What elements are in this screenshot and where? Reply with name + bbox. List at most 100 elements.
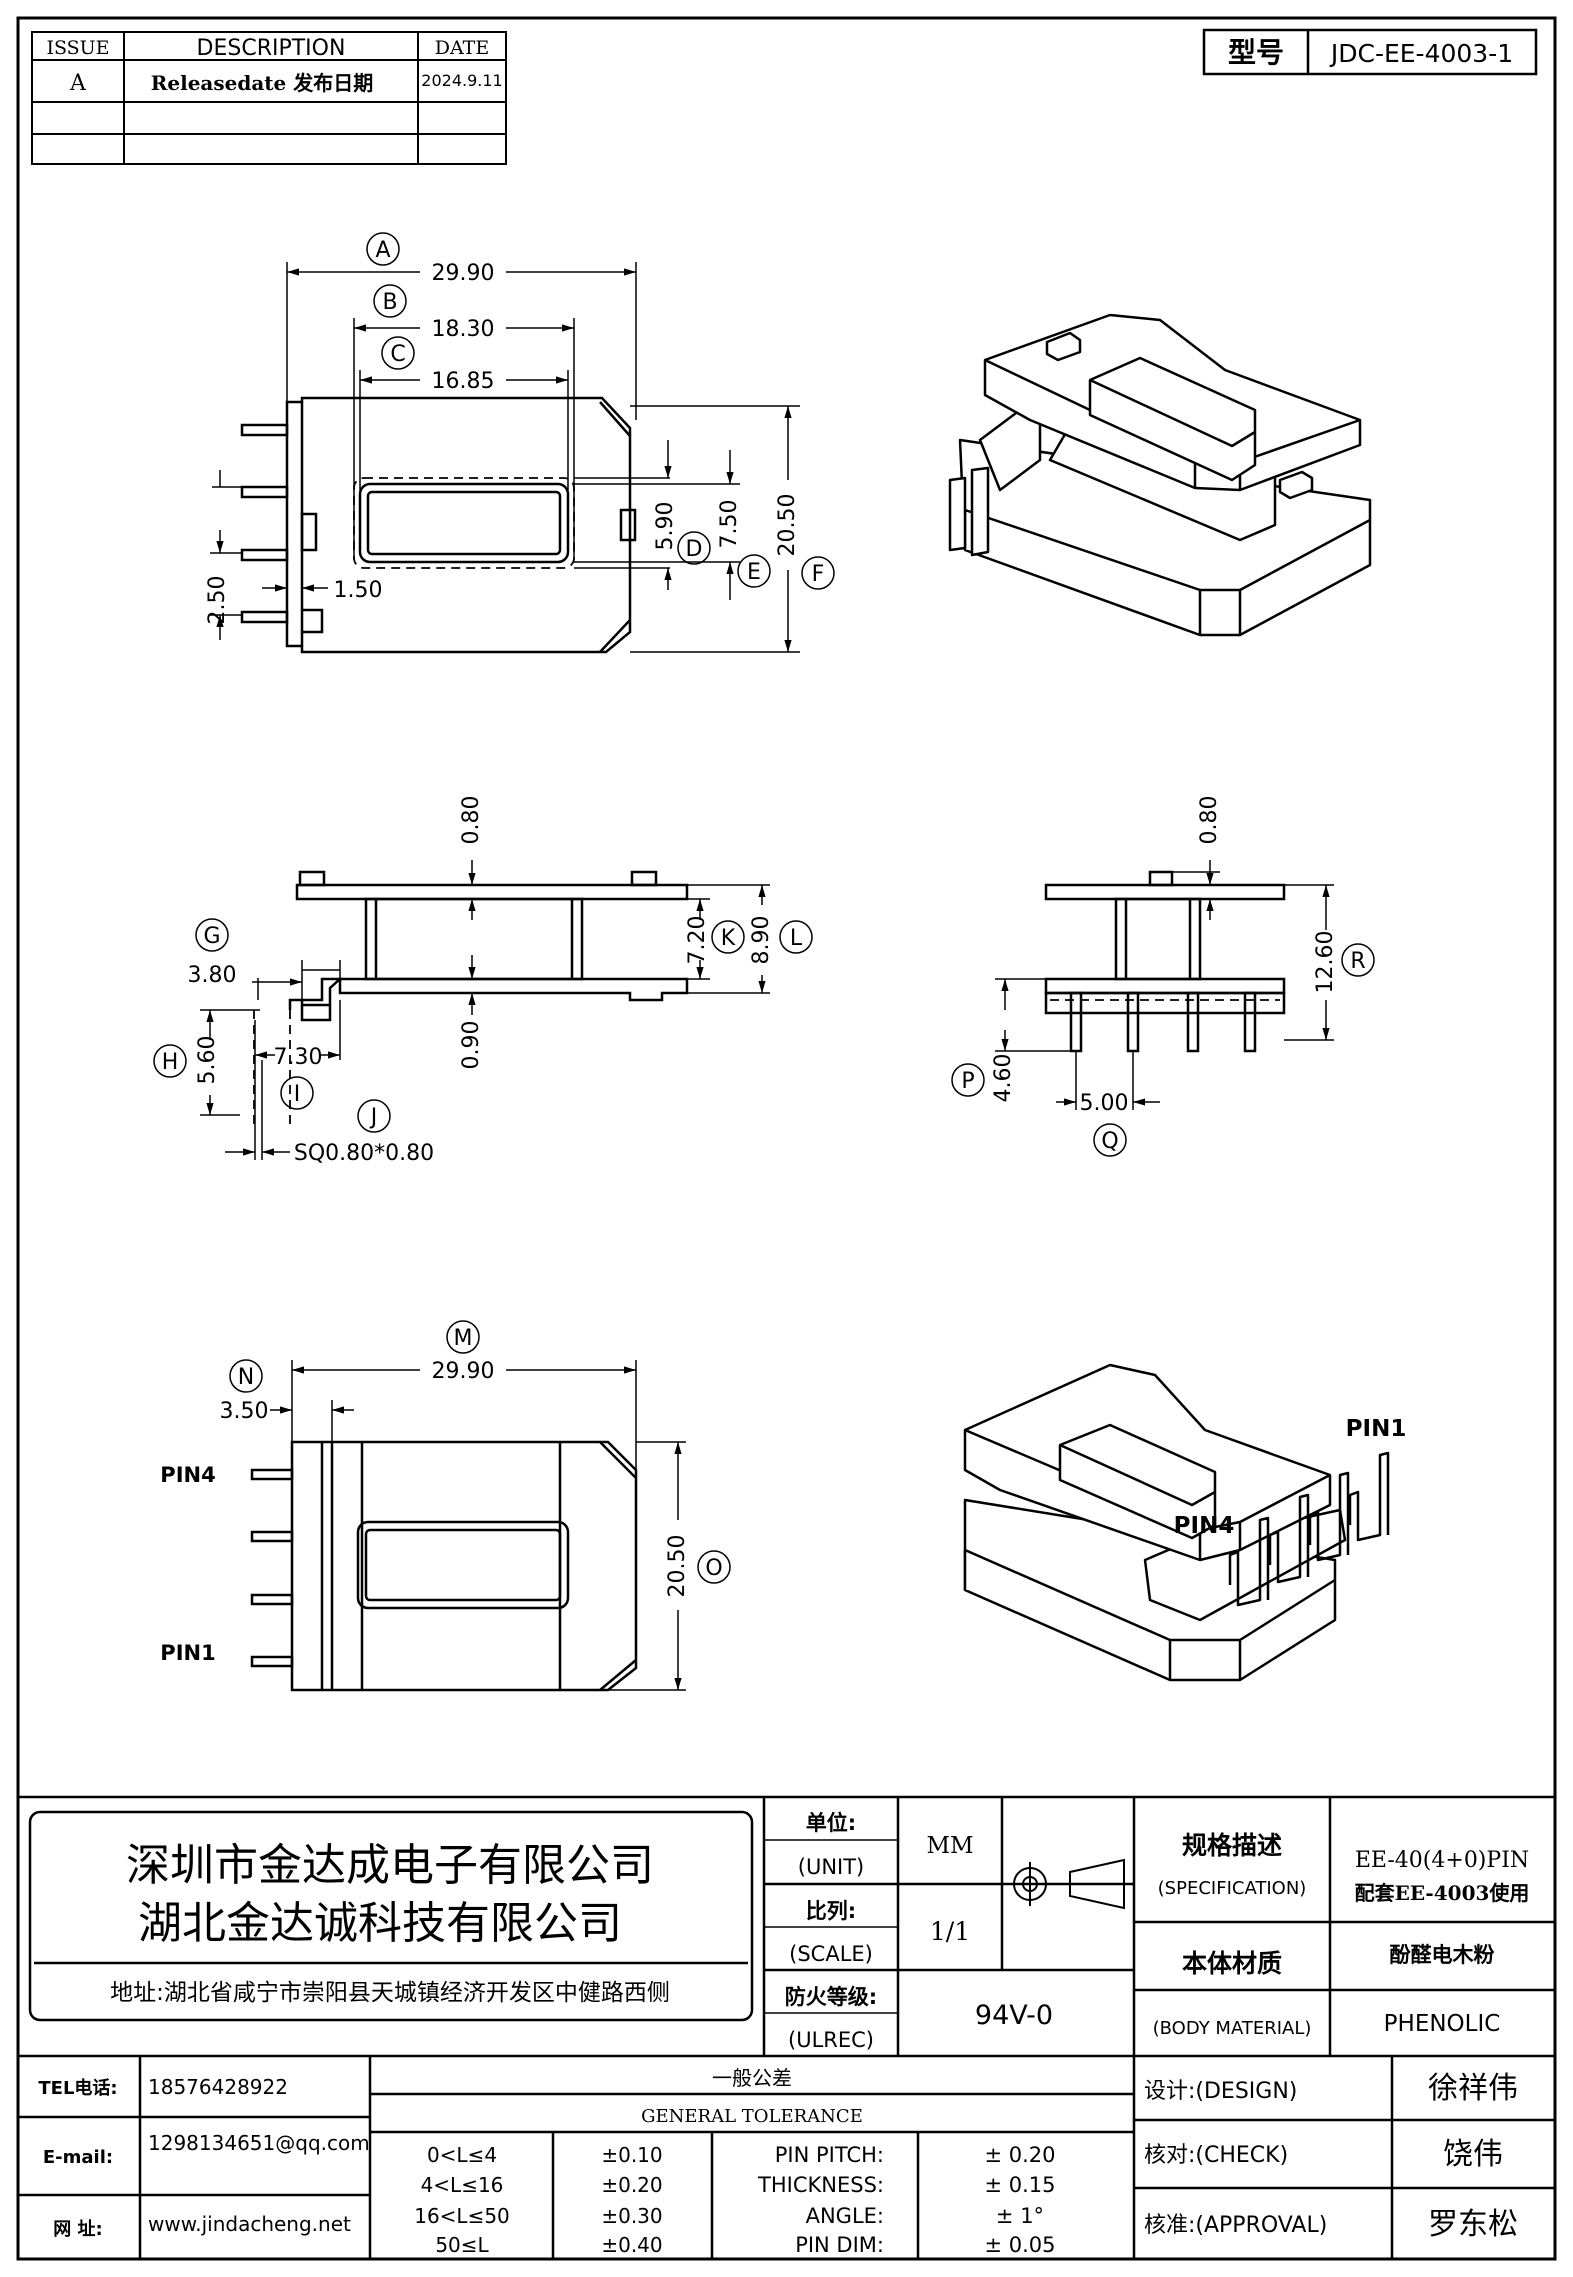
iso-pin1-label: PIN1	[1346, 1416, 1407, 1442]
scale-value: 1/1	[930, 1917, 970, 1946]
dim-I-value: 7.30	[274, 1045, 323, 1070]
dim-L-value: 8.90	[749, 916, 774, 965]
callout-B	[373, 284, 407, 318]
iso-pin4-label: PIN4	[1174, 1513, 1235, 1539]
callout-B-letter: B	[382, 290, 397, 315]
callout-C-letter: C	[390, 342, 405, 367]
title-block-thin	[764, 1839, 898, 2014]
top-view-labels: A 29.90 B 18.30 C 16.85 5.90 D 7.50 E 20…	[205, 232, 835, 625]
callout-K-letter: K	[721, 926, 736, 951]
web-value: www.jindacheng.net	[148, 2212, 351, 2236]
pin1-label: PIN1	[160, 1641, 215, 1665]
callout-R	[1341, 943, 1375, 977]
callout-H-letter: H	[162, 1050, 179, 1075]
callout-R-letter: R	[1350, 949, 1365, 974]
rev-row-date: 2024.9.11	[421, 71, 502, 90]
web-label: 网 址:	[53, 2219, 102, 2240]
rev-header-issue: ISSUE	[46, 37, 109, 59]
bottom-view-labels: M 29.90 N 3.50 20.50 O PIN4 PIN1	[160, 1320, 731, 1665]
dim-pin-pitch: 2.50	[205, 576, 230, 625]
top-view	[240, 396, 637, 654]
callout-P-letter: P	[961, 1069, 974, 1094]
callout-F-letter: F	[812, 562, 825, 587]
email-label: E-mail:	[43, 2147, 113, 2168]
callout-J-letter: J	[369, 1105, 378, 1130]
rev-row-description: Releasedate 发布日期	[151, 71, 373, 95]
callout-J	[357, 1099, 391, 1133]
revision-table	[31, 31, 507, 165]
callout-A	[366, 232, 400, 266]
end-view-hidden	[1050, 999, 1280, 1014]
side-view	[288, 870, 689, 1022]
callout-A-letter: A	[375, 238, 390, 263]
fire-label-en: (ULREC)	[788, 2028, 874, 2052]
spec-value-1: EE-40(4+0)PIN	[1355, 1848, 1529, 1873]
callout-C	[381, 336, 415, 370]
dim-Q-value: 5.00	[1080, 1091, 1129, 1116]
tel-label: TEL电话:	[38, 2077, 117, 2099]
callout-I-letter: I	[294, 1082, 301, 1107]
end-view-labels: 0.80 12.60 R P 4.60 5.00 Q	[951, 796, 1375, 1157]
company-name-1: 深圳市金达成电子有限公司	[126, 1840, 654, 1891]
rev-header-description: DESCRIPTION	[197, 36, 346, 61]
extra-tol-value-4: ± 0.05	[984, 2233, 1055, 2257]
callout-N-letter: N	[238, 1365, 254, 1390]
end-view-dims	[995, 860, 1334, 1110]
extra-tol-value-1: ± 0.20	[984, 2143, 1055, 2167]
email-value: 1298134651@qq.com	[148, 2131, 370, 2155]
callout-H	[153, 1044, 187, 1078]
fire-label-cn: 防火等级:	[785, 1985, 877, 2009]
tol-range-3: 16<L≤50	[414, 2204, 510, 2228]
callout-D	[677, 531, 711, 565]
unit-label-en: (UNIT)	[798, 1855, 865, 1879]
dim-F-value: 20.50	[775, 494, 800, 557]
callout-L-letter: L	[790, 926, 803, 951]
dim-C-value: 16.85	[432, 369, 495, 394]
dim-O-value: 20.50	[665, 1535, 690, 1598]
dim-H-value: 5.60	[195, 1036, 220, 1085]
callout-O	[697, 1550, 731, 1584]
dim-K-value: 7.20	[685, 916, 710, 965]
callout-G-letter: G	[203, 924, 220, 949]
top-view-dims	[210, 262, 800, 653]
material-value-en: PHENOLIC	[1384, 2011, 1501, 2037]
callout-O-letter: O	[705, 1556, 722, 1581]
extra-tol-name-4: PIN DIM:	[795, 2233, 884, 2257]
tol-range-2: 4<L≤16	[421, 2173, 504, 2197]
material-label-en: (BODY MATERIAL)	[1153, 2018, 1312, 2039]
callout-Q-letter: Q	[1101, 1129, 1118, 1154]
fire-value: 94V-0	[975, 2000, 1053, 2031]
tol-range-4: 50≤L	[435, 2233, 489, 2257]
dim-P-value: 4.60	[991, 1054, 1016, 1103]
callout-D-letter: D	[686, 537, 703, 562]
projection-symbol-icon	[1006, 1858, 1125, 1910]
dim-end-top-gap: 0.80	[1197, 796, 1222, 845]
design-label: 设计:(DESIGN)	[1144, 2079, 1297, 2104]
dim-G-value: 3.80	[188, 963, 237, 988]
model-label: 型号	[1228, 36, 1284, 69]
extra-tol-value-2: ± 0.15	[984, 2173, 1055, 2197]
dim-R-value: 12.60	[1313, 931, 1338, 994]
scale-label-en: (SCALE)	[789, 1942, 873, 1966]
callout-K	[711, 920, 745, 954]
tolerance-title-cn: 一般公差	[712, 2066, 792, 2090]
scale-label-cn: 比列:	[806, 1899, 856, 1923]
company-address: 地址:湖北省咸宁市崇阳县天城镇经济开发区中健路西侧	[110, 1980, 670, 2006]
bottom-view	[250, 1440, 638, 1692]
company-name-2: 湖北金达诚科技有限公司	[138, 1898, 622, 1949]
iso-view-1	[948, 313, 1372, 637]
side-view-dims	[200, 860, 770, 1160]
spec-label-en: (SPECIFICATION)	[1158, 1878, 1307, 1899]
material-value-cn: 酚醛电木粉	[1390, 1943, 1495, 1967]
dim-M-value: 29.90	[432, 1359, 495, 1384]
approval-label: 核准:(APPROVAL)	[1144, 2213, 1327, 2238]
extra-tol-value-3: ± 1°	[996, 2204, 1044, 2228]
tol-value-4: ±0.40	[601, 2233, 662, 2257]
design-name: 徐祥伟	[1428, 2071, 1518, 2106]
callout-F	[801, 556, 835, 590]
dim-J-value: SQ0.80*0.80	[294, 1141, 434, 1166]
tol-value-3: ±0.30	[601, 2204, 662, 2228]
end-view	[1044, 870, 1286, 1053]
dim-D-value: 5.90	[653, 502, 678, 551]
spec-label-cn: 规格描述	[1182, 1831, 1282, 1860]
